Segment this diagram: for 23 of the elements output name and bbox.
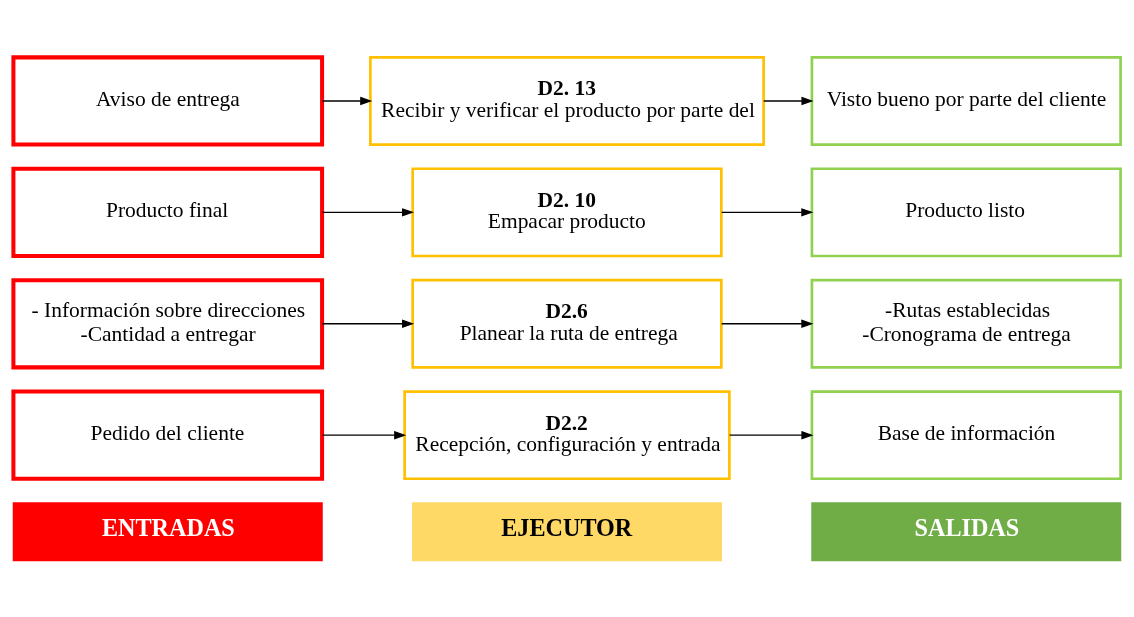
arrow — [721, 319, 814, 328]
node-box: Producto listo — [810, 166, 1122, 257]
arrow — [721, 207, 814, 217]
node-box: D2. 10 Empacar producto — [411, 166, 723, 257]
node-box: EJECUTOR — [412, 501, 722, 561]
node-box: SALIDAS — [811, 501, 1122, 561]
arrow — [321, 430, 407, 439]
node-box: -Rutas establecidas -Cronograma de entrega — [810, 278, 1122, 369]
node-box: - Información sobre direcciones -Cantidad a entregar — [11, 277, 325, 369]
node-box: Visto bueno por parte del cliente — [810, 55, 1122, 146]
arrow — [763, 96, 814, 105]
node-box: D2.2 Recepción, configuración y entrada — [403, 389, 731, 480]
node-box: ENTRADAS — [12, 501, 323, 561]
node-box: Base de información — [810, 389, 1122, 480]
arrow — [321, 96, 373, 105]
node-box: D2. 13 Recibir y verificar el producto por parte del — [369, 55, 765, 146]
arrow — [728, 430, 814, 439]
node-box: Pedido del cliente — [11, 389, 325, 481]
arrow — [321, 207, 415, 217]
node-box: Producto final — [11, 166, 325, 258]
arrow — [321, 319, 415, 328]
node-box: Aviso de entrega — [11, 54, 325, 147]
node-box: D2.6 Planear la ruta de entrega — [411, 278, 723, 369]
